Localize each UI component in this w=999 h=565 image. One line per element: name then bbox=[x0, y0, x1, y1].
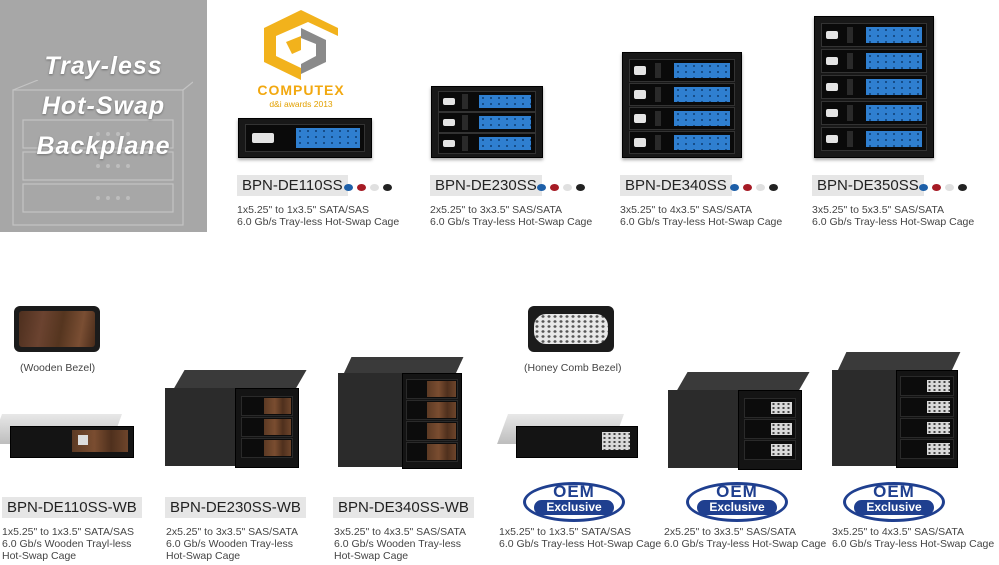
product-image-honeycomb-4bay bbox=[832, 352, 961, 468]
oem-badge-subtitle: Exclusive bbox=[697, 500, 777, 515]
product-desc-line2: 6.0 Gb/s Tray-less Hot-Swap Cage bbox=[620, 216, 783, 228]
product-name: BPN-DE340SS-WB bbox=[333, 497, 474, 518]
oem-badge-subtitle: Exclusive bbox=[534, 500, 614, 515]
color-options bbox=[537, 184, 589, 193]
color-dot-blue bbox=[730, 184, 739, 191]
computex-award-logo: COMPUTEX d&i awards 2013 bbox=[246, 6, 356, 110]
color-dot-blue bbox=[919, 184, 928, 191]
product-desc-line1: 2x5.25" to 3x3.5" SAS/SATA bbox=[166, 526, 298, 538]
hero-title-line1: Tray-less bbox=[44, 52, 163, 80]
product-image-bpn-de230ss-wb bbox=[165, 368, 307, 468]
color-dot-black bbox=[769, 184, 778, 191]
product-desc-line3: Hot-Swap Cage bbox=[334, 550, 409, 562]
color-dot-white bbox=[945, 184, 954, 191]
product-desc-line2: 6.0 Gb/s Tray-less Hot-Swap Cage bbox=[430, 216, 593, 228]
color-dot-blue bbox=[344, 184, 353, 191]
color-dot-blue bbox=[537, 184, 546, 191]
oem-badge-title: OEM bbox=[873, 482, 915, 501]
color-dot-white bbox=[756, 184, 765, 191]
award-emblem-icon bbox=[264, 10, 338, 80]
product-name: BPN-DE110SS bbox=[237, 175, 348, 196]
product-name: BPN-DE350SS bbox=[812, 175, 924, 196]
product-image-bpn-de230ss bbox=[431, 86, 543, 158]
product-desc-line1: 3x5.25" to 4x3.5" SAS/SATA bbox=[334, 526, 466, 538]
product-desc-line2: 6.0 Gb/s Tray-less Hot-Swap Cage bbox=[812, 216, 975, 228]
product-desc-line3: Hot-Swap Cage bbox=[166, 550, 241, 562]
product-desc-line1: 1x5.25" to 1x3.5" SATA/SAS bbox=[237, 204, 369, 216]
color-dot-black bbox=[958, 184, 967, 191]
award-brand: COMPUTEX bbox=[257, 82, 345, 98]
product-name: BPN-DE110SS-WB bbox=[2, 497, 142, 518]
oem-exclusive-badge: OEM Exclusive bbox=[686, 482, 788, 522]
product-desc-line1: 1x5.25" to 1x3.5" SATA/SAS bbox=[2, 526, 134, 538]
product-desc-line2: 6.0 Gb/s Tray-less Hot-Swap Cage bbox=[237, 216, 400, 228]
color-dot-red bbox=[357, 184, 366, 191]
oem-badge-title: OEM bbox=[553, 482, 595, 501]
oem-exclusive-badge: OEM Exclusive bbox=[523, 482, 625, 522]
product-desc-line2: 6.0 Gb/s Wooden Trayl-less bbox=[2, 538, 132, 550]
color-options bbox=[730, 184, 782, 193]
hero-banner: Tray-less Hot-Swap Backplane bbox=[0, 0, 207, 232]
product-desc-line1: 1x5.25" to 1x3.5" SATA/SAS bbox=[499, 526, 631, 538]
product-image-bpn-de110ss-wb bbox=[0, 392, 136, 468]
oem-exclusive-badge: OEM Exclusive bbox=[843, 482, 945, 522]
product-desc-line1: 2x5.25" to 3x3.5" SAS/SATA bbox=[430, 204, 562, 216]
product-image-bpn-de340ss bbox=[622, 52, 742, 158]
honeycomb-bezel-swatch bbox=[528, 306, 614, 352]
product-name: BPN-DE230SS bbox=[430, 175, 542, 196]
hero-title-line3: Backplane bbox=[36, 132, 171, 160]
color-options bbox=[919, 184, 971, 193]
product-desc-line2: 6.0 Gb/s Tray-less Hot-Swap Cage bbox=[499, 538, 662, 550]
color-dot-white bbox=[563, 184, 572, 191]
award-subtitle: d&i awards 2013 bbox=[269, 99, 333, 109]
product-image-honeycomb-3bay bbox=[668, 370, 810, 470]
color-dot-red bbox=[743, 184, 752, 191]
product-name: BPN-DE340SS bbox=[620, 175, 732, 196]
color-dot-white bbox=[370, 184, 379, 191]
product-desc-line1: 3x5.25" to 5x3.5" SAS/SATA bbox=[812, 204, 944, 216]
product-desc-line1: 3x5.25" to 4x3.5" SAS/SATA bbox=[620, 204, 752, 216]
color-dot-black bbox=[576, 184, 585, 191]
product-desc-line3: Hot-Swap Cage bbox=[2, 550, 77, 562]
drive-tray bbox=[245, 124, 365, 152]
product-desc-line2: 6.0 Gb/s Wooden Tray-less bbox=[166, 538, 294, 550]
wooden-bezel-swatch bbox=[14, 306, 100, 352]
color-dot-red bbox=[932, 184, 941, 191]
product-image-bpn-de340ss-wb bbox=[338, 357, 464, 469]
oem-badge-subtitle: Exclusive bbox=[854, 500, 934, 515]
color-options bbox=[344, 184, 396, 193]
backplane-ghost-image bbox=[12, 80, 193, 226]
hero-title-line2: Hot-Swap bbox=[41, 92, 166, 120]
product-image-bpn-de350ss bbox=[814, 16, 934, 158]
product-image-bpn-de110ss bbox=[238, 118, 372, 158]
color-dot-red bbox=[550, 184, 559, 191]
product-desc-line2: 6.0 Gb/s Tray-less Hot-Swap Cage bbox=[664, 538, 827, 550]
oem-badge-title: OEM bbox=[716, 482, 758, 501]
product-desc-line2: 6.0 Gb/s Wooden Tray-less bbox=[334, 538, 462, 550]
color-dot-black bbox=[383, 184, 392, 191]
product-desc-line2: 6.0 Gb/s Tray-less Hot-Swap Cage bbox=[832, 538, 995, 550]
product-name: BPN-DE230SS-WB bbox=[165, 497, 306, 518]
honeycomb-bezel-caption: (Honey Comb Bezel) bbox=[524, 362, 622, 374]
product-desc-line1: 2x5.25" to 3x3.5" SAS/SATA bbox=[664, 526, 796, 538]
product-desc-line1: 3x5.25" to 4x3.5" SAS/SATA bbox=[832, 526, 964, 538]
wooden-bezel-caption: (Wooden Bezel) bbox=[20, 362, 96, 374]
product-image-honeycomb-1bay bbox=[497, 394, 638, 468]
